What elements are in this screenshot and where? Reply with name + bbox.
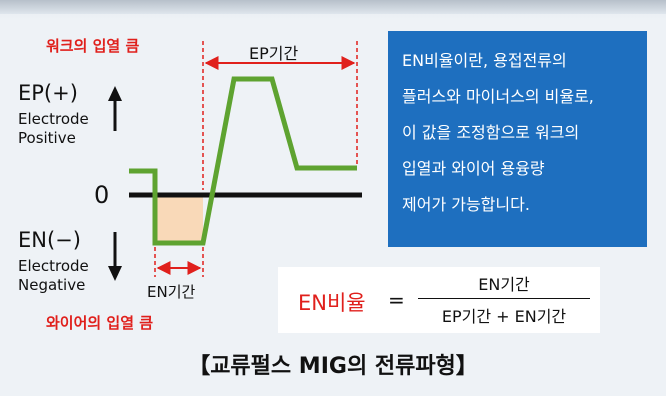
en-ratio-info-box: EN비율이란, 용접전류의 플러스와 마이너스의 비율로, 이 값을 조정함으로… [388,31,647,247]
en-ratio-formula: EN비율 = EN기간 EP기간 + EN기간 [278,267,600,333]
en-line1: Electrode [18,257,89,275]
en-down-arrow-icon [108,266,122,281]
en-period-label: EN기간 [147,283,196,301]
ep-label: EP(+) [18,81,78,105]
ep-period-label: EP기간 [249,44,299,63]
en-label: EN(−) [18,228,81,252]
wire-penetration-label: 와이어의 입열 큼 [46,314,154,332]
info-line: 이 값을 조정함으로 워크의 [402,123,580,142]
zero-label: 0 [94,181,110,209]
formula-numerator: EN기간 [478,275,530,294]
formula-equals: = [388,288,405,312]
en-period-area [155,197,203,243]
top-band [0,0,666,14]
ep-up-arrow-icon [108,86,122,101]
info-line: 제어가 가능합니다. [402,195,530,214]
formula-denominator: EP기간 + EN기간 [441,307,567,326]
info-line: 입열과 와이어 용융량 [402,159,545,178]
en-line2: Negative [18,276,86,294]
info-line: EN비율이란, 용접전류의 [402,51,567,70]
diagram-caption: 【교류펄스 MIG의 전류파형】 [188,354,478,379]
current-waveform [129,76,357,246]
info-line: 플러스와 마이너스의 비율로, [402,87,594,106]
formula-label: EN비율 [298,291,366,315]
work-penetration-label: 워크의 입열 큼 [46,37,140,55]
ep-line1: Electrode [18,110,89,128]
fraction-bar [418,298,590,299]
ep-line2: Positive [18,129,76,147]
